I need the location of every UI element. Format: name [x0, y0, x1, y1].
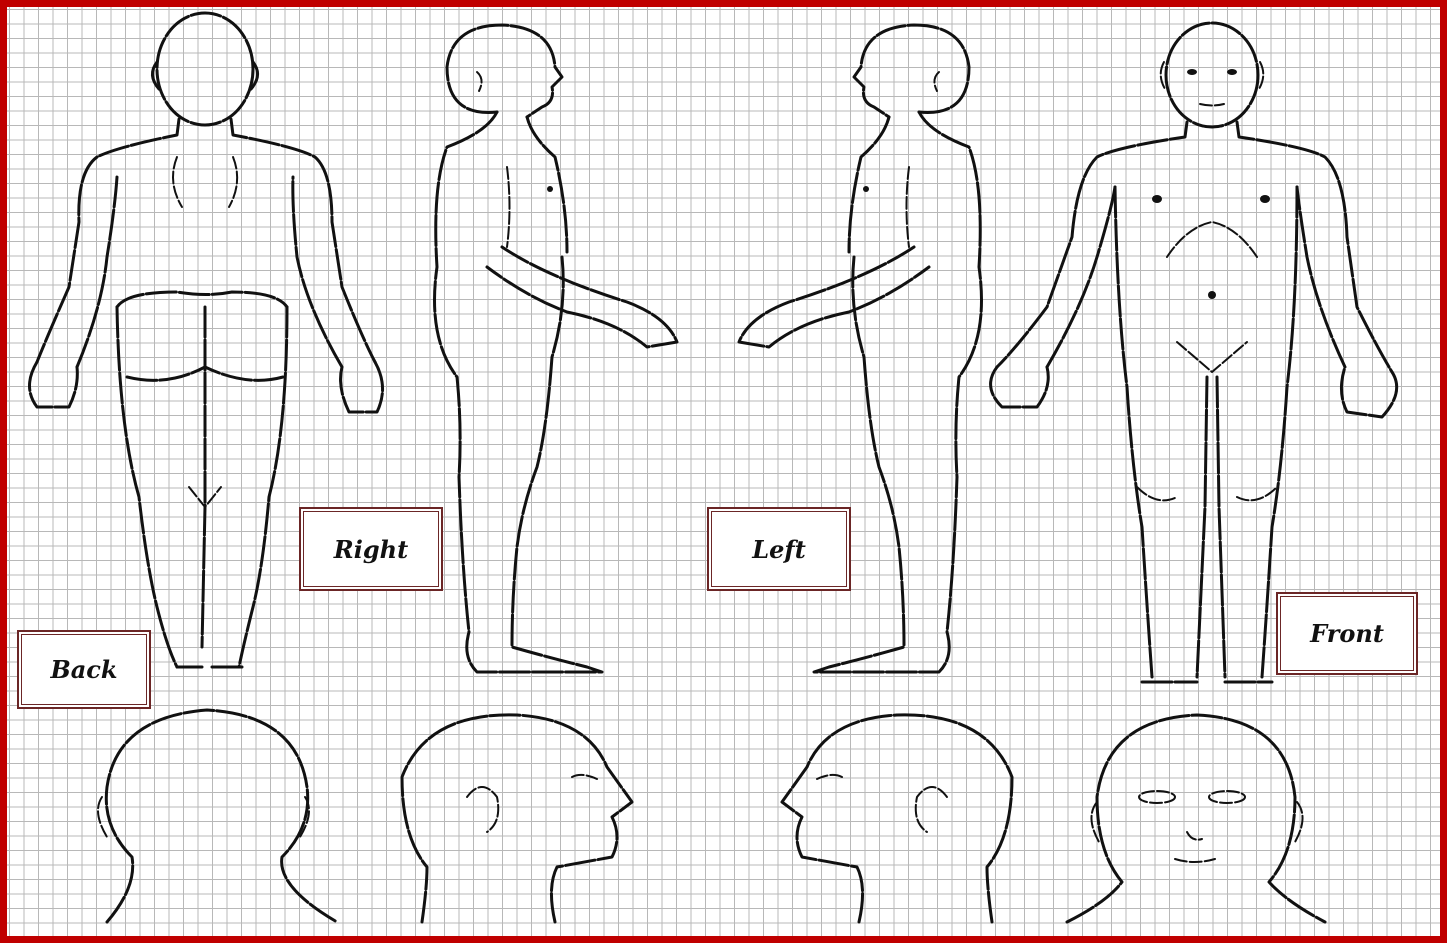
left-view-head	[782, 715, 1012, 922]
left-view-label: Left	[708, 508, 850, 590]
right-view-label: Right	[300, 508, 442, 590]
front-view-figure	[991, 23, 1397, 682]
left-view-label-text: Left	[752, 535, 806, 564]
right-view-head	[402, 715, 632, 922]
right-view-figure	[435, 25, 678, 672]
front-view-label: Front	[1277, 593, 1417, 674]
right-view-label-text: Right	[334, 535, 408, 564]
front-view-head	[1067, 715, 1325, 922]
back-view-label-text: Back	[50, 655, 117, 684]
body-diagram	[7, 7, 1440, 936]
back-view-label: Back	[18, 631, 150, 708]
front-view-label-text: Front	[1310, 619, 1384, 648]
back-view-head	[98, 710, 337, 922]
